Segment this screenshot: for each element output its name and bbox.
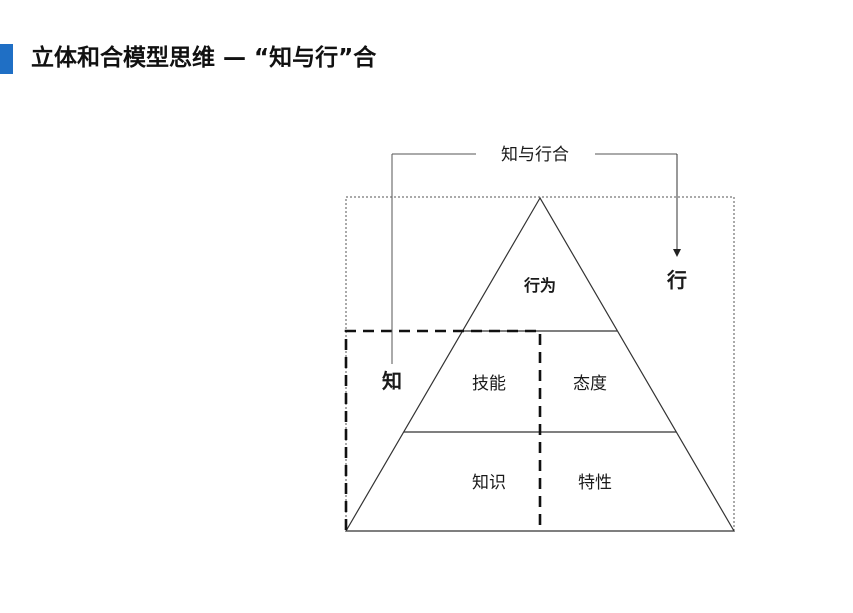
pyramid-bottom-right-label: 特性 — [578, 473, 612, 493]
pyramid-apex-label: 行为 — [523, 276, 556, 295]
know-dashed-region — [344, 329, 542, 531]
top-label: 知与行合 — [501, 145, 569, 165]
pyramid-middle-left-label: 技能 — [472, 374, 506, 394]
pyramid-outline — [344, 196, 736, 532]
act-label: 行 — [666, 268, 687, 292]
pyramid-bottom-left-label: 知识 — [472, 473, 506, 493]
know-label: 知 — [382, 369, 402, 393]
pyramid-middle-right-label: 态度 — [573, 374, 607, 394]
page-title: 立体和合模型思维 — “知与行”合 — [31, 45, 377, 71]
title-accent-bar — [0, 44, 13, 74]
